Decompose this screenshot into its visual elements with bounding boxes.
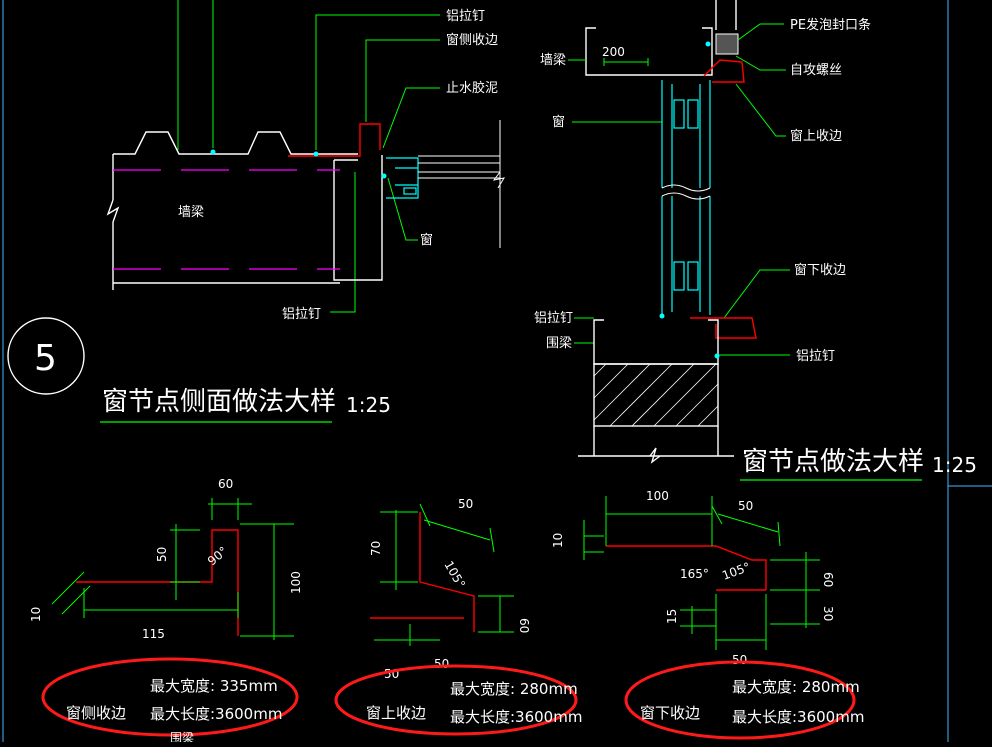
section-marker-circle [7, 317, 85, 395]
bottom-dim-50b: 50 [732, 653, 747, 667]
label-top-trim: 窗上收边 [790, 128, 842, 144]
label-sealant: 止水胶泥 [446, 80, 498, 96]
side-trim-name: 窗侧收边 [66, 704, 126, 722]
top-dim-60: 60 [517, 618, 531, 633]
bottom-dim-50: 50 [738, 499, 753, 513]
label-window-right: 窗 [552, 114, 565, 130]
label-tapping-screw: 自攻螺丝 [790, 63, 842, 78]
label-pe-strip: PE发泡封口条 [790, 17, 871, 33]
bottom-dim-angle1: 165° [680, 567, 709, 581]
side-dim-angle: 90° [205, 544, 230, 568]
top-dim-50: 50 [458, 497, 473, 511]
profile-top-trim: 50 70 105° 60 50 50 窗上收边 最大宽度: 280mm 最大长… [334, 497, 582, 736]
profile-side-trim: 60 50 90° 100 115 10 窗侧收边 最大宽度: 335mm 最大… [29, 477, 303, 745]
label-window: 窗 [420, 232, 433, 248]
bottom-dim-15: 15 [665, 609, 679, 624]
label-bottom-trim: 窗下收边 [794, 262, 846, 278]
side-dim-100: 100 [289, 571, 303, 594]
bottom-highlight-ellipse [624, 660, 856, 740]
right-detail-title: 窗节点做法大样 [742, 447, 924, 477]
label-wall-beam-right: 墙梁 [540, 53, 566, 68]
bottom-trim-width: 最大宽度: 280mm [732, 678, 860, 696]
left-detail: 铝拉钉 窗侧收边 止水胶泥 墙梁 窗 铝拉钉 5 窗节点侧面做法大样 1:25 [7, 0, 506, 423]
top-trim-width: 最大宽度: 280mm [450, 680, 578, 698]
bottom-trim-length: 最大长度:3600mm [732, 708, 864, 726]
top-trim-length: 最大长度:3600mm [450, 708, 582, 726]
side-dim-60: 60 [218, 477, 233, 491]
bottom-trim-name: 窗下收边 [640, 704, 700, 722]
profile-bottom-trim: 100 50 10 165° 105° 60 15 30 50 窗下收边 最大宽… [551, 489, 864, 740]
label-rivet-left: 铝拉钉 [534, 311, 573, 326]
top-dim-50c: 50 [434, 657, 449, 671]
left-detail-title: 窗节点侧面做法大样 [102, 387, 336, 417]
label-ring-beam: 围梁 [546, 336, 572, 351]
side-dim-10: 10 [29, 607, 43, 622]
top-highlight-ellipse [334, 664, 578, 736]
label-rivet-right: 铝拉钉 [796, 349, 835, 364]
side-trim-length: 最大长度:3600mm [150, 705, 282, 723]
label-rivet-bottom: 铝拉钉 [282, 307, 321, 322]
top-dim-angle: 105° [441, 559, 468, 591]
section-marker-number: 5 [34, 338, 57, 379]
bottom-dim-30: 30 [821, 606, 835, 621]
side-trim-width: 最大宽度: 335mm [150, 677, 278, 695]
top-dim-70: 70 [369, 541, 383, 556]
top-trim-name: 窗上收边 [366, 704, 426, 722]
bottom-dim-60: 60 [821, 572, 835, 587]
label-rivet-top: 铝拉钉 [446, 9, 485, 24]
right-detail-scale: 1:25 [932, 453, 977, 477]
bottom-dim-100: 100 [646, 489, 669, 503]
right-detail: PE发泡封口条 墙梁 200 自攻螺丝 窗 窗上收边 窗下收边 铝拉钉 围梁 铝… [534, 0, 977, 481]
side-dim-50: 50 [155, 547, 169, 562]
bottom-dim-10: 10 [551, 533, 565, 548]
bottom-dim-angle2: 105° [720, 560, 752, 583]
side-highlight-ellipse [41, 657, 299, 737]
dim-200: 200 [602, 45, 625, 59]
label-side-trim: 窗侧收边 [446, 32, 498, 48]
side-dim-115: 115 [142, 627, 165, 641]
label-wall-beam: 墙梁 [178, 205, 204, 220]
left-detail-scale: 1:25 [346, 393, 391, 417]
side-trim-cut-label: 围梁 [170, 730, 194, 742]
